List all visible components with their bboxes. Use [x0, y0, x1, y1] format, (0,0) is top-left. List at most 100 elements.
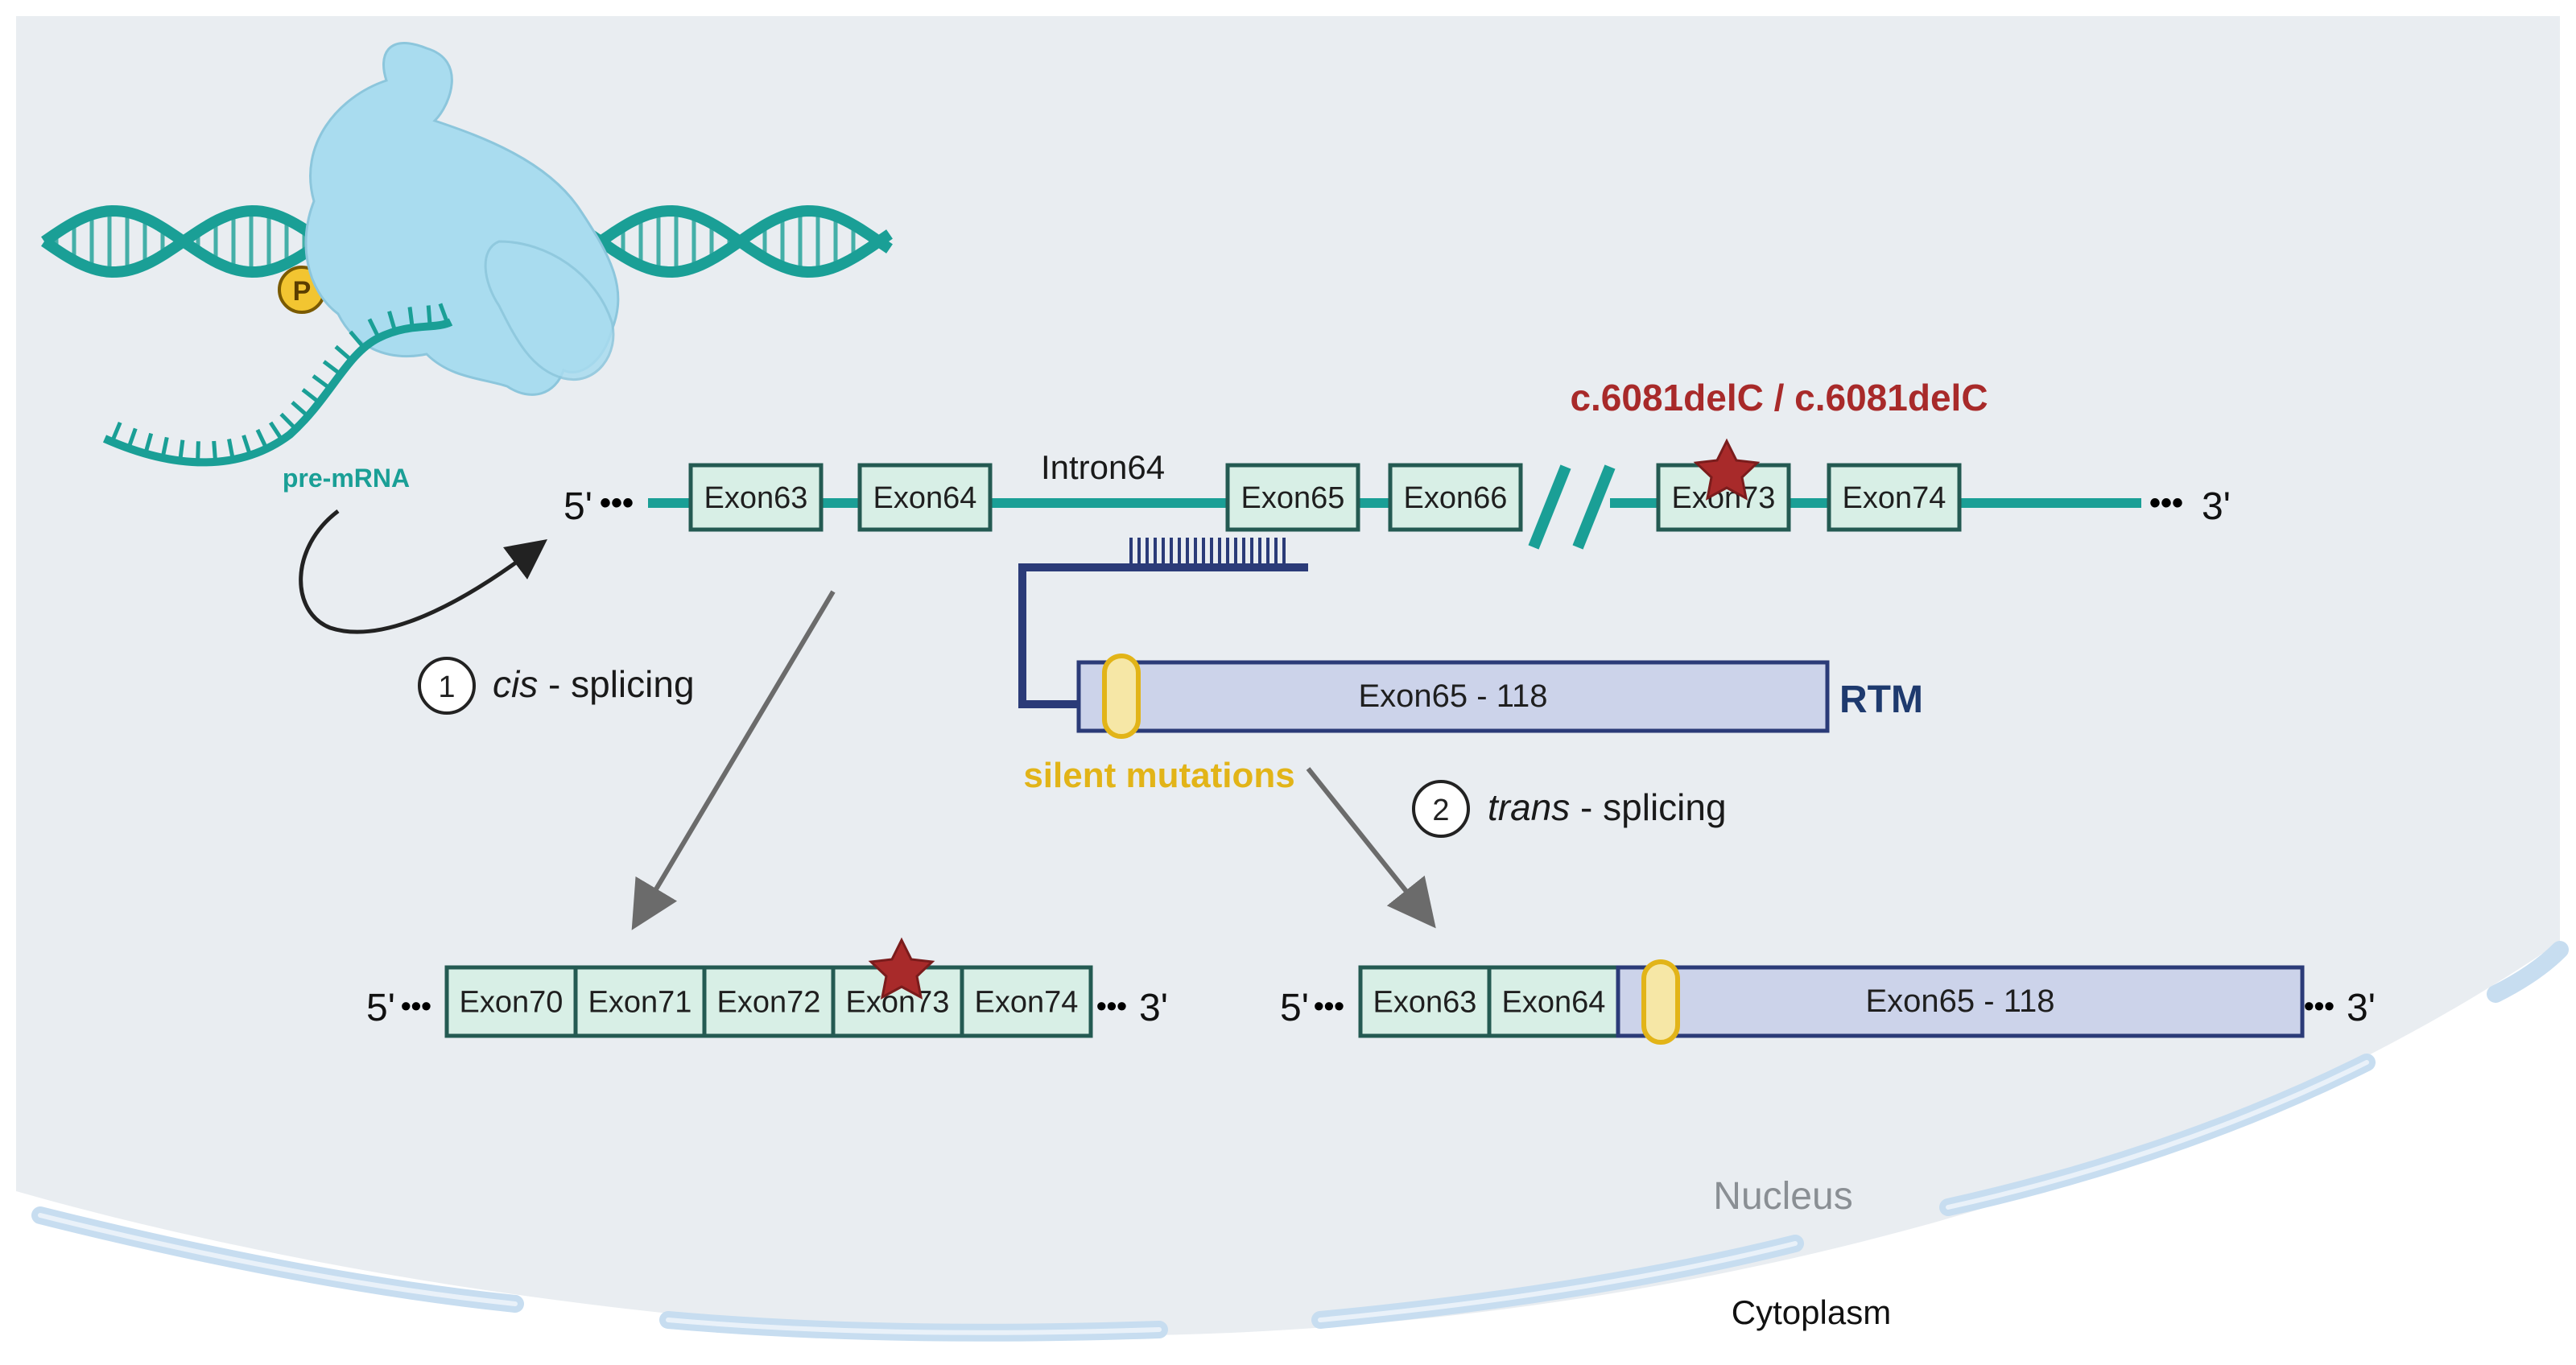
trans-step-circle — [1412, 780, 1470, 838]
exon-box — [1827, 463, 1962, 532]
top-five-prime: 5' — [564, 485, 592, 528]
membrane-highlight — [1318, 1241, 1798, 1322]
silent-mutations-label: silent mutations — [1023, 756, 1294, 795]
pre-mrna-base — [126, 427, 138, 449]
polymerase-lobe — [484, 240, 615, 381]
pre-mrna-base — [438, 303, 450, 324]
exon-label: Exon63 — [704, 481, 808, 515]
trans-step-number: 2 — [1432, 794, 1449, 827]
break-mark — [1528, 464, 1571, 550]
cis-five-dots: ••• — [401, 989, 431, 1022]
cis-three-dots: ••• — [1096, 989, 1127, 1022]
pre-mrna-base — [426, 305, 432, 327]
mutation-star-icon — [1693, 438, 1761, 501]
trans-three-prime: 3' — [2347, 987, 2376, 1029]
trans-rtm-block — [1616, 965, 2305, 1038]
binding-domain-comb — [1129, 538, 1286, 565]
pre-mrna-strand — [102, 303, 453, 467]
trans-word: trans — [1488, 786, 1570, 828]
rtm-construct: Exon65 - 118 RTM silent mutations — [1018, 538, 1923, 795]
trans-splicing-label: trans - splicing — [1488, 786, 1727, 828]
transcription-arrow — [299, 509, 548, 634]
exon-label: Exon72 — [717, 986, 821, 1020]
trans-arrow — [1306, 767, 1436, 929]
rtm-exon-label: Exon65 - 118 — [1359, 678, 1548, 714]
pre-mrna-base — [312, 374, 332, 390]
exon-box — [1358, 965, 1492, 1038]
cis-mutation-star-icon — [868, 937, 935, 1000]
exon-box — [1388, 463, 1523, 532]
exon-box — [573, 965, 707, 1038]
exon-label: Exon74 — [975, 986, 1079, 1020]
exon-label: Exon71 — [588, 986, 692, 1020]
trans-five-dots: ••• — [1314, 989, 1344, 1022]
pre-mrna-base — [334, 344, 353, 362]
exon-box — [1487, 965, 1620, 1038]
trans-three-dots: ••• — [2304, 989, 2334, 1022]
pre-mrna-base — [387, 311, 398, 332]
trans-splicing-annotation: 2 trans - splicing — [1306, 767, 1727, 929]
membrane-highlight — [1946, 1060, 2369, 1210]
cis-arrow — [631, 590, 836, 930]
pre-mrna-base — [242, 435, 253, 456]
cis-step-circle — [418, 657, 476, 715]
pre-mrna-backbone — [102, 318, 453, 467]
pre-mrna-base — [212, 440, 218, 463]
top-three-dots: ••• — [2149, 485, 2183, 521]
membrane-highlight — [666, 1318, 1162, 1335]
cis-exon-list: Exon70 Exon71 Exon72 Exon73 Exon74 — [444, 965, 1093, 1038]
rna-polymerase — [304, 42, 620, 396]
rtm-exon-block — [1076, 660, 1830, 733]
exon-label: Exon64 — [873, 481, 977, 515]
rtm-backbone — [1018, 563, 1308, 708]
exon-label: Exon65 — [1241, 481, 1345, 515]
pre-mrna-base — [178, 439, 185, 461]
pre-mrna-base — [227, 439, 235, 460]
exon-box — [857, 463, 993, 532]
exon-box — [1225, 463, 1360, 532]
pre-mrna-base — [109, 421, 122, 443]
pre-mrna-base — [143, 432, 154, 455]
top-strand: 5' ••• ••• 3' Intron64 Exon63 Exon64 Exon6… — [564, 377, 2231, 550]
exon-label: Exon70 — [460, 986, 564, 1020]
nucleus-label: Nucleus — [1713, 1175, 1852, 1218]
pre-mrna-base — [349, 330, 366, 349]
exon-box — [960, 965, 1093, 1038]
pre-mrna-base — [301, 388, 321, 405]
phosphate-label: P — [293, 276, 312, 307]
cis-word: cis — [493, 663, 538, 705]
pre-mrna-label: pre-mRNA — [283, 464, 410, 493]
nuclear-membrane — [31, 941, 2569, 1342]
exon-label: Exon74 — [1843, 481, 1946, 515]
top-three-prime: 3' — [2202, 485, 2231, 528]
trans-five-prime: 5' — [1280, 987, 1309, 1029]
cis-step-number: 1 — [438, 670, 455, 704]
pre-mrna-base — [269, 421, 284, 442]
trans-rest: - splicing — [1570, 786, 1726, 828]
silent-mutation-marker — [1102, 654, 1141, 739]
cis-three-prime: 3' — [1139, 987, 1168, 1029]
cis-rest: - splicing — [538, 663, 694, 705]
pre-mrna-base — [160, 436, 169, 459]
intron-label: Intron64 — [1041, 448, 1165, 486]
mutation-label: c.6081delC / c.6081delC — [1570, 377, 1988, 419]
exon-label: Exon63 — [1373, 986, 1477, 1020]
trans-silent-mutation-marker — [1641, 959, 1680, 1045]
pre-mrna-base — [367, 318, 381, 339]
exon-label: Exon73 — [846, 986, 950, 1020]
membrane-segment — [2487, 941, 2569, 1003]
exon-box — [688, 463, 824, 532]
break-mark — [1572, 464, 1616, 550]
pre-mrna-base — [407, 307, 415, 328]
pre-mrna-base — [291, 401, 310, 418]
exon-label: Exon66 — [1404, 481, 1508, 515]
cis-splicing-annotation: 1 cis - splicing — [418, 590, 836, 930]
pre-mrna-base — [196, 441, 200, 463]
top-five-dots: ••• — [600, 485, 634, 521]
cytoplasm-label: Cytoplasm — [1732, 1293, 1891, 1331]
